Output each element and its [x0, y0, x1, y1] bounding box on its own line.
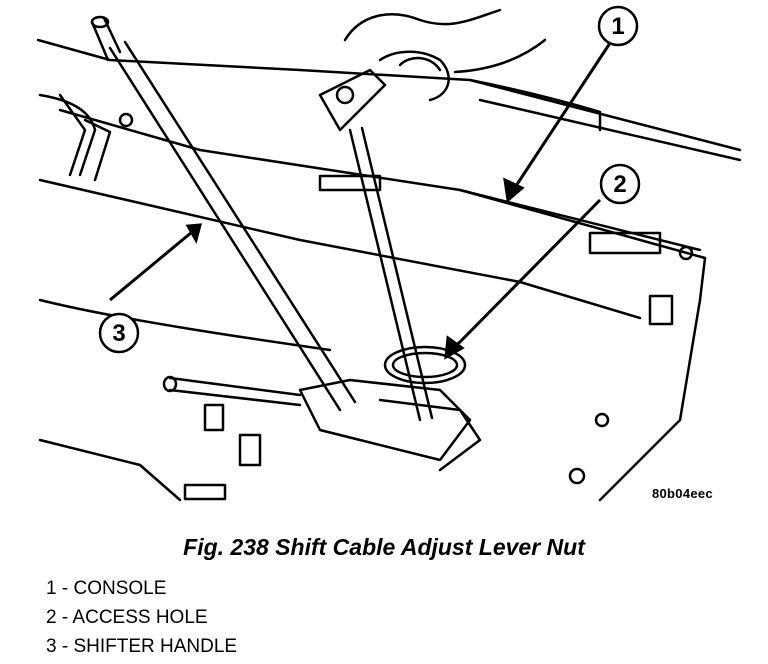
legend-number: 1 [46, 578, 57, 599]
legend-number: 2 [46, 607, 57, 628]
legend-label: ACCESS HOLE [72, 607, 208, 628]
legend-label: CONSOLE [73, 578, 167, 599]
legend-separator: - [56, 607, 73, 628]
socket-extension [318, 68, 434, 422]
shift-cable-illustration: 1 2 3 [36, 5, 742, 502]
callout-2-number: 2 [613, 171, 626, 198]
legend-item: 2 - ACCESS HOLE [46, 603, 237, 632]
console-left-bracket [38, 93, 112, 182]
callout-2: 2 [599, 163, 641, 205]
legend-separator: - [56, 578, 74, 599]
callout-1-number: 1 [611, 13, 624, 40]
callout-1: 1 [597, 5, 639, 47]
legend-number: 3 [46, 636, 57, 657]
callout-3: 3 [98, 312, 140, 354]
hand [343, 8, 547, 102]
figure-caption: Fig. 238 Shift Cable Adjust Lever Nut [183, 534, 585, 560]
legend: 1 - CONSOLE 2 - ACCESS HOLE 3 - SHIFTER … [46, 574, 237, 661]
legend-separator: - [56, 636, 74, 657]
shifter-handle [90, 15, 357, 412]
figure-code: 80b04eec [652, 486, 713, 501]
access-hole [383, 345, 467, 385]
callout-3-number: 3 [112, 320, 125, 347]
callout-leaders [109, 39, 614, 360]
console-slots [118, 112, 694, 501]
console-outline [36, 38, 742, 502]
cable-linkage [162, 375, 482, 472]
legend-item: 3 - SHIFTER HANDLE [46, 632, 237, 661]
legend-label: SHIFTER HANDLE [73, 636, 238, 657]
legend-item: 1 - CONSOLE [46, 574, 237, 603]
